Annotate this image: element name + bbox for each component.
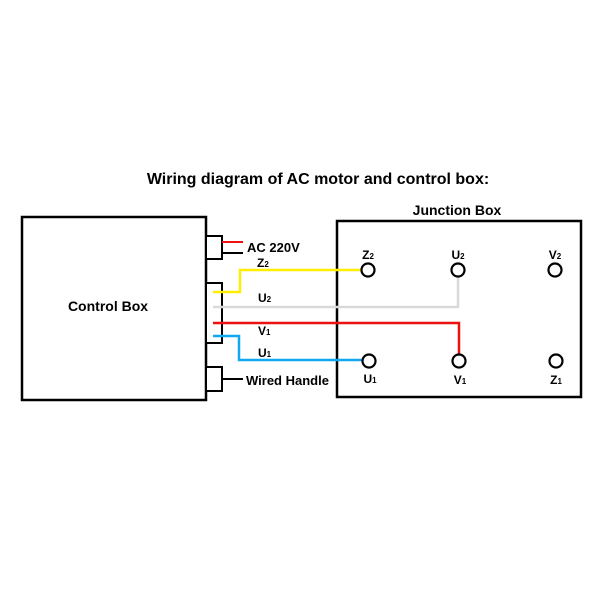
diagram-title: Wiring diagram of AC motor and control b…: [147, 171, 489, 188]
junction-box-label: Junction Box: [413, 202, 502, 218]
power-connector: [205, 235, 223, 260]
terminal-label-u1: U1: [363, 372, 377, 386]
handle-connector: [205, 366, 223, 392]
terminal-label-z1: Z1: [550, 373, 562, 387]
wire-z2: [213, 268, 362, 294]
wire-u1: [213, 334, 362, 362]
wire-label-z2: Z2: [257, 256, 269, 270]
wire-v1: [213, 321, 461, 354]
terminal-u1: [361, 353, 377, 369]
power-label: AC 220V: [247, 240, 300, 255]
wire-label-u1: U1: [258, 346, 272, 360]
terminal-label-v2: V2: [549, 248, 562, 262]
terminal-z2: [360, 262, 376, 278]
terminal-v2: [547, 262, 563, 278]
handle-label: Wired Handle: [246, 373, 329, 388]
wire-label-u2: U2: [258, 291, 272, 305]
terminal-u2: [450, 262, 466, 278]
terminal-label-u2: U2: [451, 248, 465, 262]
control-box-label: Control Box: [68, 298, 148, 314]
terminal-label-v1: V1: [454, 373, 467, 387]
wire-label-v1: V1: [258, 324, 271, 338]
junction-box: [335, 219, 583, 399]
terminal-v1: [451, 353, 467, 369]
terminal-label-z2: Z2: [362, 248, 374, 262]
wire-u2: [213, 277, 460, 309]
motor-connector: [205, 282, 223, 344]
terminal-z1: [548, 353, 564, 369]
